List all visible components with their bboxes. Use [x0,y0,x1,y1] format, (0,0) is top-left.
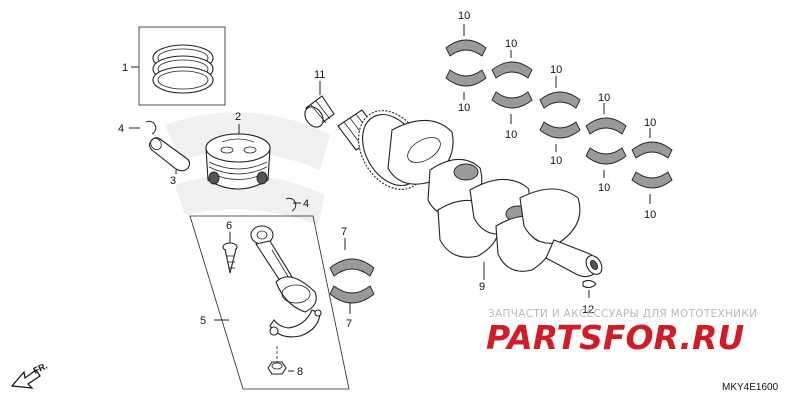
callout-11: 11 [314,69,325,81]
callout-10-b1-bottom: 10 [458,102,470,114]
callout-10-b5-bottom: 10 [644,209,656,221]
callout-5: 5 [200,315,206,327]
connecting-rod-bolt[interactable] [222,242,238,274]
main-bearing-pair-1[interactable] [445,39,487,87]
callout-10-b1-top: 10 [458,10,470,22]
callout-10-b2-top: 10 [505,38,517,50]
callout-10-b3-top: 10 [550,64,562,76]
main-bearing-pair-4[interactable] [585,117,627,165]
crankpin-bearing-upper[interactable] [329,258,375,277]
callout-10-b2-bottom: 10 [505,129,517,141]
crankshaft-key[interactable] [582,279,597,289]
piston-ring-set[interactable] [138,26,226,106]
watermark-brand: PARTSFOR.RU [486,318,744,357]
piston[interactable] [205,133,271,190]
piston-pin-clip-right[interactable] [285,197,297,212]
crankpin-bearing-lower[interactable] [329,285,375,304]
callout-10-b3-bottom: 10 [550,155,562,167]
callout-8: 8 [297,366,303,378]
callout-7-bottom: 7 [346,318,352,330]
direction-label: FR. [32,361,49,376]
callout-4-right: 4 [303,198,309,210]
callout-10-b4-top: 10 [598,92,610,104]
piston-pin-clip-left[interactable] [145,120,157,135]
piston-pin[interactable] [148,136,191,172]
connecting-rod-assembly[interactable] [189,215,350,390]
connecting-rod[interactable] [250,225,317,313]
diagram-code: MKY4E1600 [722,382,779,393]
callout-12: 12 [582,304,594,316]
connecting-rod-nut[interactable] [267,346,287,375]
main-bearing-pair-2[interactable] [491,61,533,109]
crankshaft[interactable] [337,99,605,278]
connecting-rod-cap[interactable] [269,309,322,338]
callout-9: 9 [479,281,485,293]
main-bearing-pair-3[interactable] [539,91,581,139]
callout-3: 3 [170,175,176,187]
callout-10-b4-bottom: 10 [598,182,610,194]
front-direction-arrow-icon [10,369,41,389]
callout-2: 2 [235,111,241,123]
callout-6: 6 [226,220,232,232]
callout-1: 1 [122,62,128,74]
callout-10-b5-top: 10 [644,117,656,129]
needle-bearing[interactable] [301,95,335,131]
watermark-tagline: ЗАПЧАСТИ И АКСЕССУАРЫ ДЛЯ МОТОТЕХНИКИ [488,308,757,320]
callout-7-top: 7 [341,226,347,238]
watermark: ЗАПЧАСТИ И АКСЕССУАРЫ ДЛЯ МОТОТЕХНИКИ PA… [486,308,757,357]
callout-4-left: 4 [118,123,124,135]
main-bearing-pair-5[interactable] [631,141,673,189]
